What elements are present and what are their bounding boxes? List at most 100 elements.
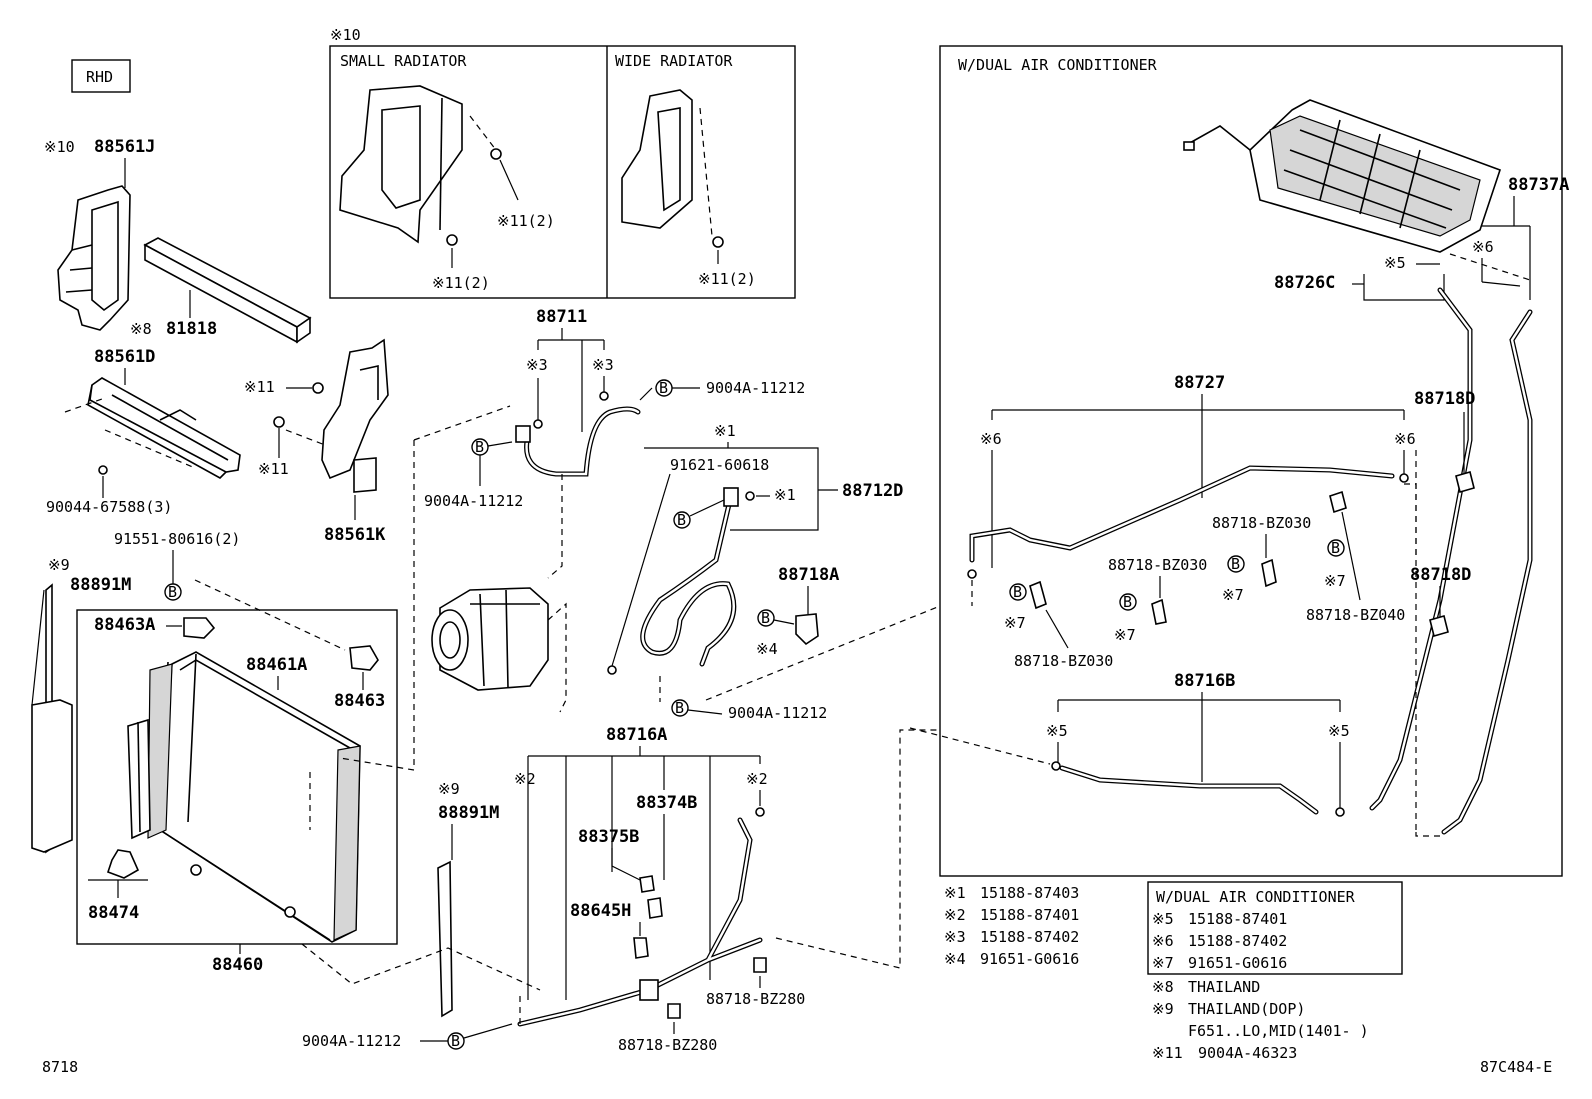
ref-b-11 xyxy=(1327,539,1345,557)
label-81818: 81818 xyxy=(166,319,217,339)
leader-91621 xyxy=(611,473,671,667)
note-3-mark: ※3 xyxy=(944,928,966,946)
rhd-box xyxy=(71,59,131,93)
seal-strip-88891M-mid xyxy=(437,860,453,1018)
rear-evaporator-unit xyxy=(1183,99,1502,253)
leader-9004-3 xyxy=(687,709,723,715)
label-88561J: 88561J xyxy=(94,137,155,157)
pipe-88737A-inner xyxy=(1442,310,1532,834)
clip-11-b xyxy=(273,416,285,428)
leader-88375B xyxy=(611,848,641,881)
label-88561K: 88561K xyxy=(324,525,386,545)
note-5-value: 15188-87401 xyxy=(1188,910,1287,928)
oring-6-c xyxy=(1399,473,1409,483)
bracket-88463A xyxy=(183,617,216,639)
ref-b-10-text: B xyxy=(1231,555,1240,573)
note-1-mark: ※1 xyxy=(944,884,966,902)
label-11-2-c: ※11(2) xyxy=(698,270,756,288)
ref-b-8-text: B xyxy=(1013,583,1022,601)
dash-88561D xyxy=(64,397,106,413)
leader-88726C-b xyxy=(1363,274,1445,301)
label-5-c: ※5 xyxy=(1328,722,1350,740)
dash-compressor xyxy=(547,602,567,713)
pipe-88716A-block xyxy=(639,979,659,1001)
dash-88716B xyxy=(909,727,1051,765)
ref-b-3-text: B xyxy=(475,438,484,456)
oring-3-b xyxy=(599,391,609,401)
clamp-88718D-b xyxy=(1429,615,1449,637)
pipe-88727-inner xyxy=(970,466,1394,562)
label-88461A: 88461A xyxy=(246,655,307,675)
label-7-a: ※7 xyxy=(1004,614,1026,632)
label-7-d: ※7 xyxy=(1324,572,1346,590)
leader-small-rad-a xyxy=(499,159,519,201)
clamp-bz280-b xyxy=(667,1003,681,1019)
radiator-options-panel xyxy=(329,45,796,299)
valve-88374B xyxy=(647,897,663,919)
hose-88712D-inner xyxy=(641,498,735,666)
note-4-mark: ※4 xyxy=(944,950,966,968)
dash-88716A xyxy=(519,729,940,1024)
label-2-a: ※2 xyxy=(514,770,536,788)
note-3-value: 15188-87402 xyxy=(980,928,1079,946)
condenser-88460 xyxy=(147,651,361,943)
label-2-b: ※2 xyxy=(746,770,768,788)
valve-88645H xyxy=(633,937,649,959)
bracket-88712D xyxy=(644,447,819,531)
condenser-frame xyxy=(76,609,398,945)
small-radiator-title: SMALL RADIATOR xyxy=(340,52,467,70)
label-88737A: 88737A xyxy=(1508,175,1569,195)
label-bz030-a: 88718-BZ030 xyxy=(1014,652,1113,670)
pipe-88726C-inner xyxy=(1370,288,1472,810)
dash-88561D-b xyxy=(104,429,196,469)
clamp-bz280-a xyxy=(753,957,767,973)
note-8-mark: ※8 xyxy=(1152,978,1174,996)
label-1-a: ※1 xyxy=(714,422,736,440)
oring-6-b xyxy=(967,569,977,579)
dash-88726C xyxy=(1449,253,1531,281)
note-2-mark: ※2 xyxy=(944,906,966,924)
label-88460: 88460 xyxy=(212,955,263,975)
ref-b-4 xyxy=(673,511,691,529)
leader-b-4 xyxy=(689,499,725,517)
ref-b-9-text: B xyxy=(1123,593,1132,611)
label-88891M-b: 88891M xyxy=(438,803,499,823)
label-3-a: ※3 xyxy=(526,356,548,374)
label-88375B: 88375B xyxy=(578,827,639,847)
label-9004-3: 9004A-11212 xyxy=(728,704,827,722)
label-91551: 91551-80616(2) xyxy=(114,530,240,548)
leader-b-7 xyxy=(463,1023,513,1039)
leader-b-2 xyxy=(639,387,653,401)
clip-11-a xyxy=(312,382,324,394)
label-bz040: 88718-BZ040 xyxy=(1306,606,1405,624)
wide-radiator-seal xyxy=(621,89,693,229)
label-11-a: ※11 xyxy=(244,378,275,396)
note-8-value: THAILAND xyxy=(1188,978,1260,996)
leader-bz030-a xyxy=(1045,609,1069,649)
label-5-a: ※5 xyxy=(1384,254,1406,272)
label-88718A: 88718A xyxy=(778,565,839,585)
oring-1-b xyxy=(745,491,755,501)
bracket-88463 xyxy=(349,645,379,671)
bracket-88561K xyxy=(321,338,389,493)
label-88716A: 88716A xyxy=(606,725,667,745)
page-id-right: 87C484-E xyxy=(1480,1058,1552,1076)
dash-88727 xyxy=(971,483,1417,606)
label-7-c: ※7 xyxy=(1222,586,1244,604)
clamp-bz030-a xyxy=(1029,580,1047,610)
label-88718D-b: 88718D xyxy=(1410,565,1471,585)
ref-b-6-text: B xyxy=(761,609,770,627)
label-88463: 88463 xyxy=(334,691,385,711)
clip-wide-rad xyxy=(712,236,724,248)
ref-b-10 xyxy=(1227,555,1245,573)
label-6-b: ※6 xyxy=(980,430,1002,448)
clamp-88718A xyxy=(795,613,819,646)
label-90044: 90044-67588(3) xyxy=(46,498,172,516)
label-11-2-a: ※11(2) xyxy=(497,212,555,230)
ref-b-9 xyxy=(1119,593,1137,611)
oring-2-b xyxy=(755,807,765,817)
label-88712D: 88712D xyxy=(842,481,903,501)
label-9-b: ※9 xyxy=(438,780,460,798)
label-6-a: ※6 xyxy=(1472,238,1494,256)
